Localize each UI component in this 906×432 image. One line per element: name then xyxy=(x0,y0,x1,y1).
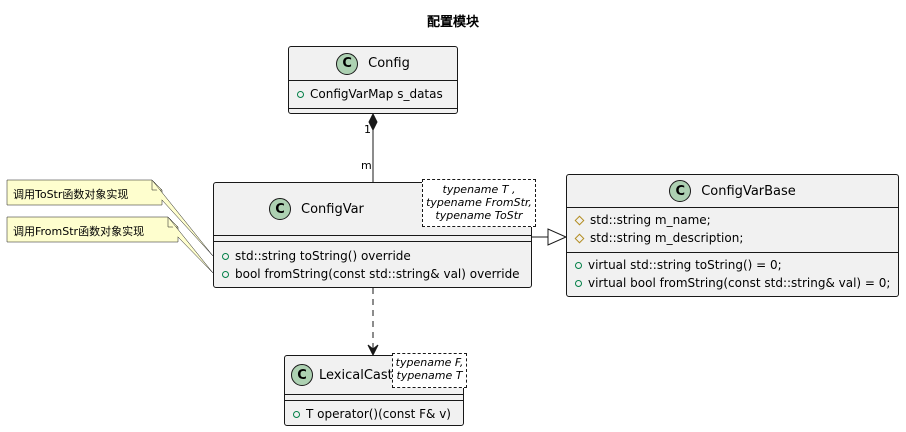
class-configvarbase-name: ConfigVarBase xyxy=(701,183,796,199)
public-visibility-icon xyxy=(222,252,229,260)
note-fromstr: 调用FromStr函数对象实现 xyxy=(7,217,178,242)
class-lexicalcast[interactable]: C LexicalCast T operator()(const F& v) xyxy=(284,355,464,426)
lexicalcast-template-params: typename F, typename T xyxy=(392,353,467,388)
class-divider xyxy=(289,80,457,81)
class-lexicalcast-method: T operator()(const F& v) xyxy=(293,407,451,421)
public-visibility-icon xyxy=(297,90,304,98)
class-configvar-name: ConfigVar xyxy=(301,201,364,217)
protected-visibility-icon xyxy=(574,233,585,243)
class-icon: C xyxy=(336,52,359,75)
class-icon: C xyxy=(669,180,692,202)
class-config-header: C Config xyxy=(289,47,457,80)
public-visibility-icon xyxy=(293,410,300,418)
class-divider xyxy=(285,400,463,401)
class-configvar-method: bool fromString(const std::string& val) … xyxy=(222,267,520,281)
class-divider xyxy=(567,207,898,208)
protected-visibility-icon xyxy=(574,215,585,225)
generalization-arrowhead xyxy=(547,228,568,246)
class-configvarbase-header: C ConfigVarBase xyxy=(567,175,898,207)
note-tostr: 调用ToStr函数对象实现 xyxy=(7,180,162,205)
note-fromstr-text: 调用FromStr函数对象实现 xyxy=(13,225,145,238)
class-configvar-header: C ConfigVar xyxy=(214,183,531,235)
public-visibility-icon xyxy=(575,261,582,269)
class-config-name: Config xyxy=(368,56,410,71)
class-divider xyxy=(214,235,531,236)
class-config-field: ConfigVarMap s_datas xyxy=(297,87,443,101)
class-icon: C xyxy=(269,198,291,220)
class-configvarbase[interactable]: C ConfigVarBase std::string m_name; std:… xyxy=(566,174,899,297)
configvar-template-params: typename T , typename FromStr, typename … xyxy=(422,179,536,227)
class-divider xyxy=(214,241,531,242)
class-lexicalcast-name: LexicalCast xyxy=(319,367,393,383)
class-configvarbase-field: std::string m_description; xyxy=(574,231,743,245)
class-divider xyxy=(289,108,457,109)
class-configvarbase-method: virtual std::string toString() = 0; xyxy=(575,258,782,272)
class-divider xyxy=(567,252,898,253)
note-tostr-text: 调用ToStr函数对象实现 xyxy=(13,188,129,201)
class-divider xyxy=(285,394,463,395)
multiplicity-target: m xyxy=(361,159,372,172)
class-configvarbase-field: std::string m_name; xyxy=(574,213,711,227)
composition-diamond xyxy=(368,112,378,132)
class-config[interactable]: C Config ConfigVarMap s_datas xyxy=(288,46,458,114)
public-visibility-icon xyxy=(575,279,582,287)
class-configvarbase-method: virtual bool fromString(const std::strin… xyxy=(575,276,890,290)
dependency-arrowhead xyxy=(367,344,379,357)
class-lexicalcast-header: C LexicalCast xyxy=(285,356,463,394)
class-configvar-method: std::string toString() override xyxy=(222,249,411,263)
class-icon: C xyxy=(291,364,313,386)
note-tostr-shape xyxy=(6,179,214,257)
multiplicity-source: 1 xyxy=(364,123,371,136)
public-visibility-icon xyxy=(222,270,229,278)
diagram-title: 配置模块 xyxy=(426,15,479,30)
